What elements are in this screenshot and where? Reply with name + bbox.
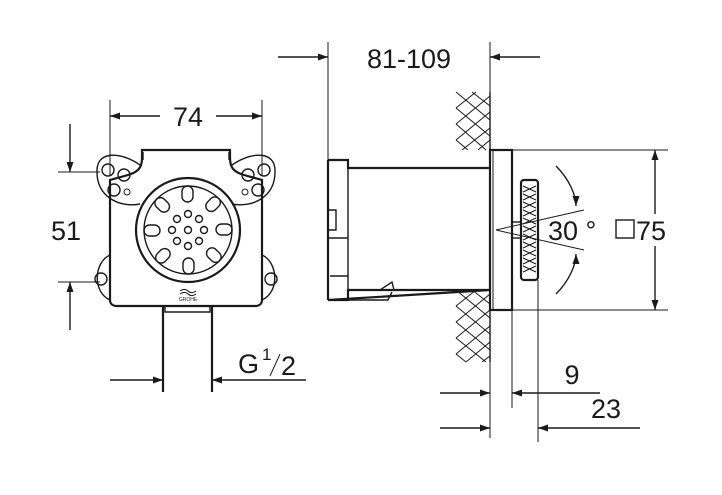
logo-text: GROHE bbox=[179, 297, 198, 303]
dim-51-label: 51 bbox=[51, 216, 81, 246]
mounting-ear-top-left bbox=[96, 154, 141, 206]
mounting-ear-bottom-right bbox=[261, 254, 278, 301]
rough-in-body bbox=[326, 158, 491, 302]
dim-81-109-label: 81-109 bbox=[367, 44, 451, 74]
dim-offset-9: 9 bbox=[440, 310, 600, 438]
dim-9-label: 9 bbox=[564, 360, 579, 390]
cover-plate bbox=[488, 148, 514, 312]
front-view: GROHE 74 51 bbox=[51, 100, 306, 392]
dim-23-label: 23 bbox=[591, 394, 621, 424]
dim-depth-81-109: 81-109 bbox=[278, 42, 540, 160]
brand-logo: GROHE bbox=[179, 289, 198, 303]
wall-hatch-lower bbox=[455, 289, 491, 363]
shower-head-side bbox=[512, 178, 540, 282]
shower-head bbox=[134, 176, 242, 284]
dim-thread-g-half: G 1 2 bbox=[110, 345, 306, 384]
wall-hatch-upper bbox=[455, 91, 491, 151]
dim-75-label: 75 bbox=[636, 216, 666, 246]
side-view: 30 ° 75 81-109 9 bbox=[278, 42, 668, 442]
dim-offset-23: 23 bbox=[440, 280, 640, 442]
pipe-outlet bbox=[161, 306, 214, 392]
angle-label: 30 ° bbox=[548, 216, 596, 246]
dim-height-51: 51 bbox=[51, 124, 100, 330]
dim-width-74: 74 bbox=[109, 100, 263, 175]
dim-74-label: 74 bbox=[173, 102, 203, 132]
dim-g-denominator: 2 bbox=[281, 351, 296, 381]
dim-g-numerator: 1 bbox=[262, 345, 271, 364]
housing-body bbox=[108, 148, 264, 308]
dim-g-prefix: G bbox=[238, 349, 259, 379]
angle-30: 30 ° bbox=[495, 165, 596, 295]
mounting-ear-top-right bbox=[231, 154, 276, 206]
mounting-ear-bottom-left bbox=[94, 254, 111, 301]
